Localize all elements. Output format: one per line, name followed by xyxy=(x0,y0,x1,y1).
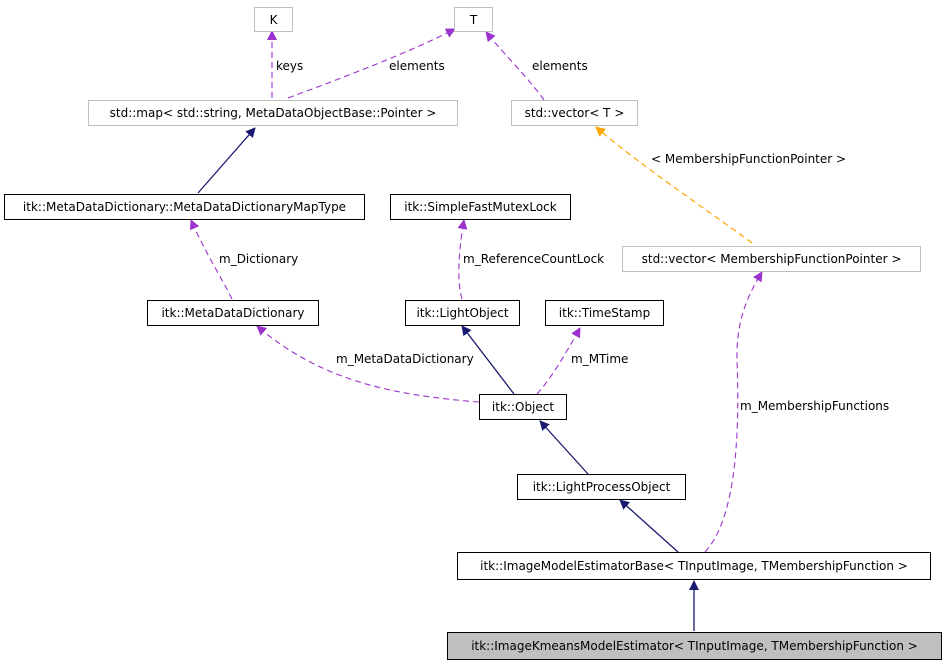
edge-map-to-dict-map-type xyxy=(197,127,256,194)
node-std-vector-t[interactable]: std::vector< T > xyxy=(511,100,638,126)
edge-vector-mf-to-estimator-base xyxy=(704,271,763,553)
node-estimator-base[interactable]: itk::ImageModelEstimatorBase< TInputImag… xyxy=(457,552,931,580)
edge-t-to-vector-elements xyxy=(485,31,545,101)
node-std-vector-membership[interactable]: std::vector< MembershipFunctionPointer > xyxy=(622,246,921,272)
edge-label-m-meta-data-dictionary: m_MetaDataDictionary xyxy=(336,352,474,366)
edge-label-membership-function-pointer: < MembershipFunctionPointer > xyxy=(651,152,847,166)
edge-object-to-light-object xyxy=(461,325,515,395)
node-time-stamp[interactable]: itk::TimeStamp xyxy=(545,300,664,326)
edge-label-m-reference-count-lock: m_ReferenceCountLock xyxy=(463,252,605,266)
edge-label-keys: keys xyxy=(276,59,304,73)
edge-light-process-object-to-object xyxy=(539,420,589,475)
edge-label-m-membership-functions: m_MembershipFunctions xyxy=(740,399,890,413)
node-light-object[interactable]: itk::LightObject xyxy=(405,300,520,326)
edge-mutex-to-light-object xyxy=(457,219,468,300)
edge-label-m-mtime: m_MTime xyxy=(571,352,629,366)
node-t[interactable]: T xyxy=(454,7,493,32)
edge-dictionary-to-object xyxy=(256,325,480,403)
node-object[interactable]: itk::Object xyxy=(479,394,567,420)
edge-estimator-base-to-light-process-object xyxy=(619,499,679,553)
edge-label-elements-vector: elements xyxy=(532,59,588,73)
node-dict-map-type[interactable]: itk::MetaDataDictionary::MetaDataDiction… xyxy=(4,194,365,220)
edge-dict-map-type-to-dictionary xyxy=(190,219,233,300)
node-k[interactable]: K xyxy=(254,7,293,32)
edge-time-stamp-to-object xyxy=(536,327,581,395)
node-light-process-object[interactable]: itk::LightProcessObject xyxy=(517,474,686,500)
node-kmeans-estimator: itk::ImageKmeansModelEstimator< TInputIm… xyxy=(447,632,942,660)
node-mutex-lock[interactable]: itk::SimpleFastMutexLock xyxy=(390,194,571,220)
node-meta-data-dictionary[interactable]: itk::MetaDataDictionary xyxy=(147,300,319,326)
node-std-map[interactable]: std::map< std::string, MetaDataObjectBas… xyxy=(88,100,458,126)
edge-t-to-map-elements xyxy=(287,28,456,99)
edge-label-elements-map: elements xyxy=(389,59,445,73)
edge-vector-t-to-vector-mf xyxy=(595,126,753,244)
edge-label-m-dictionary: m_Dictionary xyxy=(219,252,299,266)
